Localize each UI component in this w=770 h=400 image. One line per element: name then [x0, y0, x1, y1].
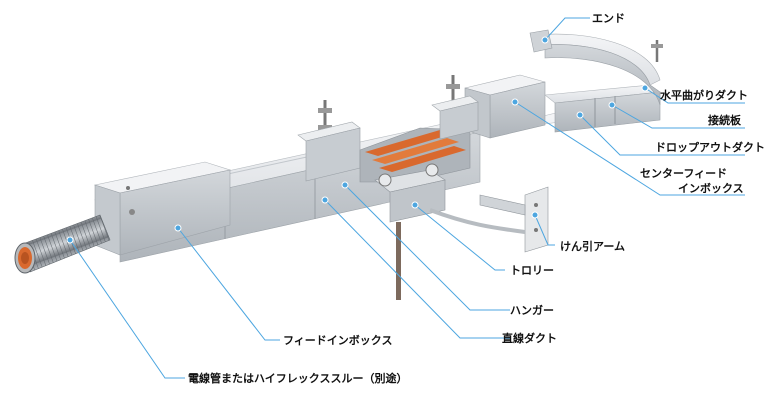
right-duct-run — [544, 84, 661, 133]
end-cap — [529, 29, 553, 53]
label-drop-out-duct: ドロップアウトダクト — [655, 140, 765, 154]
label-straight-duct: 直線ダクト — [502, 331, 557, 345]
suspension-arm — [429, 186, 549, 253]
hanger-center — [431, 75, 479, 140]
label-hanger: ハンガー — [510, 303, 554, 317]
cutaway-conductors — [359, 127, 471, 183]
conduit — [14, 214, 111, 274]
label-center-feed-inbox-line1: センターフィード — [640, 167, 727, 180]
label-joint-plate: 接続板 — [708, 113, 742, 127]
label-end: エンド — [592, 12, 625, 25]
leaders — [66, 17, 745, 379]
label-conduit: 電線管またはハイフレックススルー（別途） — [188, 371, 407, 385]
label-suspension-arm: けん引アーム — [560, 239, 625, 253]
label-trolley: トロリー — [510, 264, 554, 277]
label-horizontal-bend-duct: 水平曲がりダクト — [660, 88, 748, 102]
label-center-feed-inbox-line2: インボックス — [678, 181, 744, 195]
hanger-left — [297, 100, 361, 182]
label-feed-inbox: フィードインボックス — [283, 333, 392, 347]
trolley — [374, 163, 446, 300]
